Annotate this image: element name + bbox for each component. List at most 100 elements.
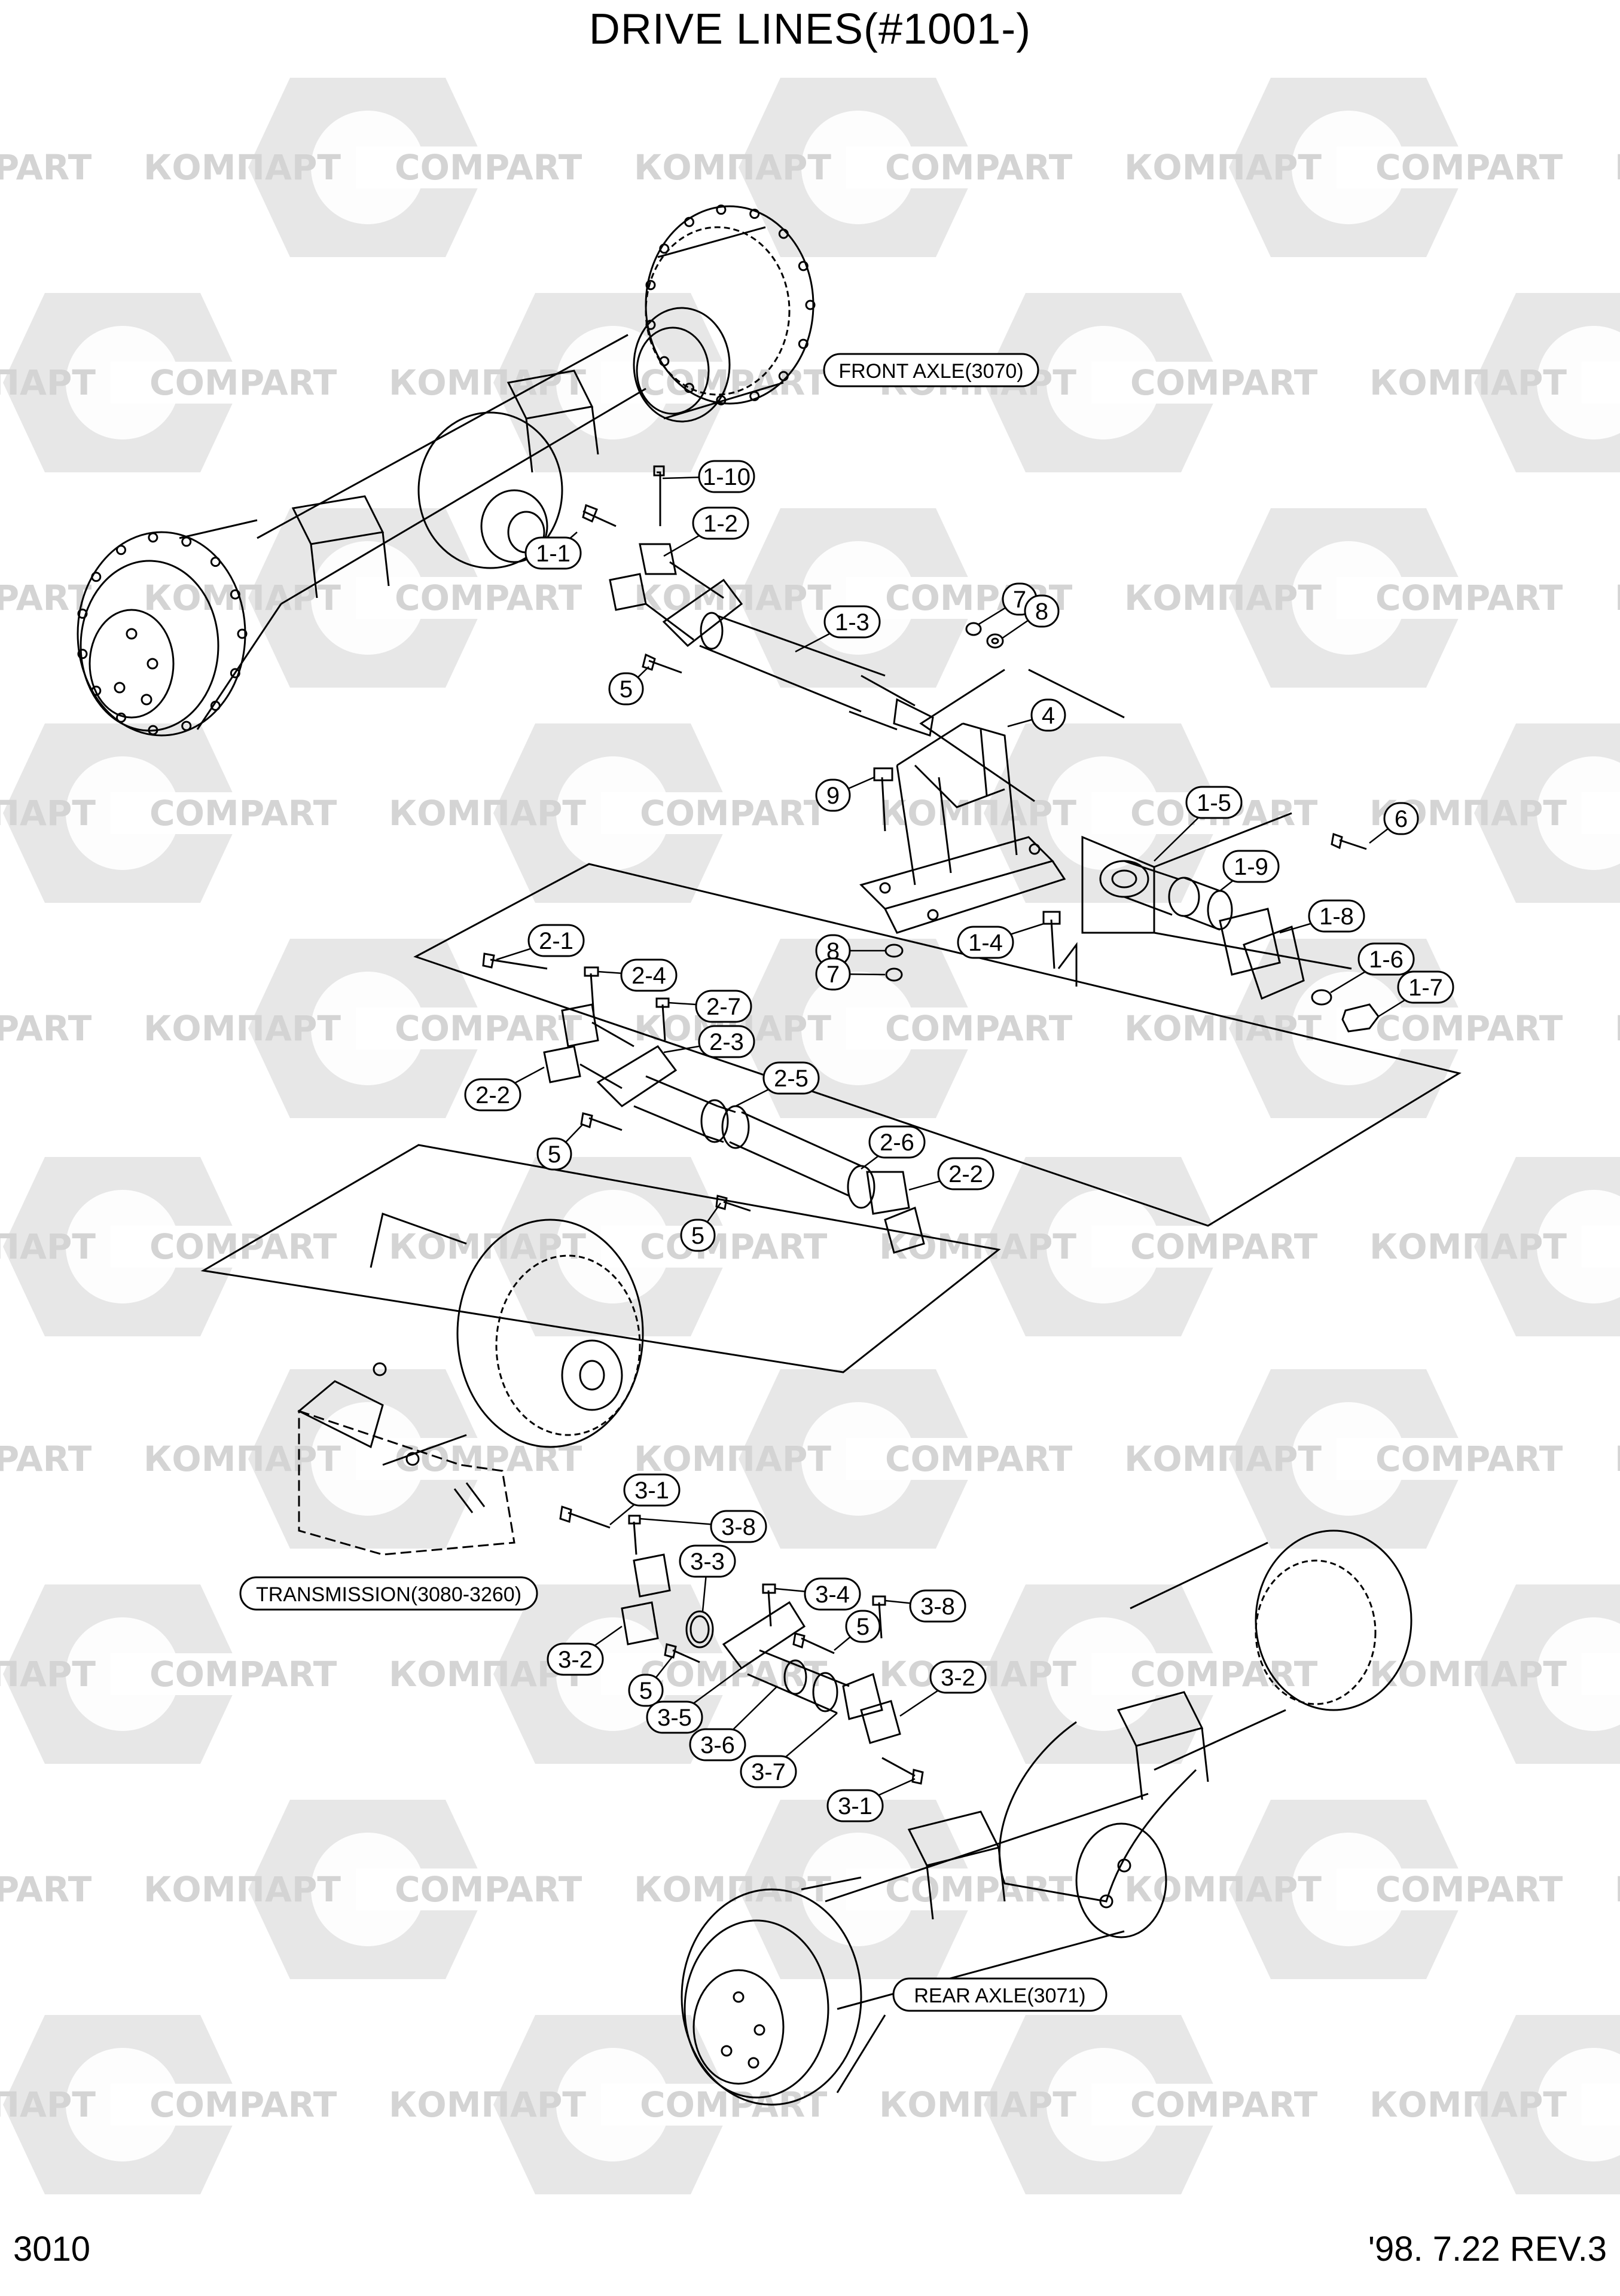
watermark-text: КОМПАРТ bbox=[1369, 1654, 1567, 1694]
callout-2-6: 2-6 bbox=[861, 1125, 926, 1170]
callout-3-2: 3-2 bbox=[899, 1660, 987, 1717]
callout-label: 2-3 bbox=[709, 1029, 744, 1055]
watermark-text: COMPART bbox=[1130, 2084, 1318, 2125]
callout-label: 3-5 bbox=[657, 1705, 692, 1731]
support-bracket bbox=[413, 722, 1462, 1227]
watermark-text: КОМПАРТ bbox=[1124, 1008, 1322, 1049]
page-title: DRIVE LINES(#1001-) bbox=[588, 5, 1032, 53]
callout-1-6: 1-6 bbox=[1330, 942, 1415, 994]
front-drive-shaft bbox=[582, 465, 1125, 802]
callout-1-9: 1-9 bbox=[1219, 850, 1280, 891]
watermark-text: COMPART bbox=[640, 2084, 828, 2125]
watermark-text: КОМПАРТ bbox=[0, 2084, 96, 2125]
callout-label: 1-4 bbox=[968, 930, 1003, 956]
callout-label: 1-1 bbox=[536, 541, 570, 567]
watermark-text: COMPART bbox=[150, 1654, 337, 1694]
watermark-text: COMPART bbox=[150, 362, 337, 403]
callout-label: 2-7 bbox=[706, 994, 741, 1020]
watermark-logo: КОМПАРТ COMPART bbox=[144, 1800, 582, 1979]
watermark-text: COMPART bbox=[150, 793, 337, 833]
watermark-text: COMPART bbox=[395, 1869, 582, 1910]
watermark-text: КОМПАРТ bbox=[1615, 1869, 1620, 1910]
watermark-text: COMPART bbox=[885, 1008, 1073, 1049]
watermark-text: COMPART bbox=[1375, 1008, 1563, 1049]
watermark-text: КОМПАРТ bbox=[1615, 1439, 1620, 1479]
callout-label: 1-7 bbox=[1408, 975, 1443, 1001]
callout-label: 2-5 bbox=[774, 1065, 809, 1092]
watermark-text: КОМПАРТ bbox=[0, 362, 96, 403]
callout-label: 3-3 bbox=[690, 1549, 725, 1575]
watermark-text: КОМПАРТ bbox=[144, 578, 341, 618]
callout-1-2: 1-2 bbox=[663, 506, 749, 557]
callout-1-5: 1-5 bbox=[1154, 786, 1243, 862]
watermark-text: COMPART bbox=[0, 1439, 92, 1479]
callout-label: 5 bbox=[856, 1614, 870, 1640]
callout-3-8: 3-8 bbox=[884, 1589, 966, 1623]
watermark-text: COMPART bbox=[1130, 1654, 1318, 1694]
watermark-text: COMPART bbox=[885, 147, 1073, 188]
callout-label: 5 bbox=[691, 1223, 704, 1249]
watermark-text: КОМПАРТ bbox=[144, 147, 341, 188]
watermark-logo: КОМПАРТ COMPART bbox=[1124, 78, 1563, 257]
front-axle-reference: FRONT AXLE(3070) bbox=[838, 360, 1023, 383]
front-axle-drawing bbox=[77, 204, 816, 737]
callout-5: 5 bbox=[834, 1610, 881, 1651]
callout-label: 5 bbox=[639, 1678, 652, 1704]
watermark-text: КОМПАРТ bbox=[1124, 147, 1322, 188]
watermark-logo: КОМПАРТ COMPART bbox=[0, 293, 337, 472]
callout-9: 9 bbox=[815, 776, 875, 812]
callout-5: 5 bbox=[536, 1123, 584, 1171]
transmission-drawing bbox=[297, 1213, 644, 1556]
watermark-text: COMPART bbox=[1130, 362, 1318, 403]
watermark-text: КОМПАРТ bbox=[389, 1226, 586, 1267]
watermark-text: COMPART bbox=[640, 362, 828, 403]
watermark-logo: КОМПАРТ COMPART bbox=[144, 508, 582, 688]
watermark-logo: КОМПАРТ COMPART bbox=[389, 2015, 828, 2194]
callout-label: 7 bbox=[1013, 587, 1026, 613]
callout-1-1: 1-1 bbox=[524, 532, 582, 570]
watermark-text: КОМПАРТ bbox=[634, 1869, 831, 1910]
callout-label: 3-4 bbox=[815, 1581, 850, 1608]
callout-3-6: 3-6 bbox=[689, 1686, 778, 1761]
callout-label: 5 bbox=[620, 676, 633, 703]
watermark-text: COMPART bbox=[1375, 147, 1563, 188]
watermark-text: COMPART bbox=[0, 147, 92, 188]
callout-2-4: 2-4 bbox=[597, 958, 678, 992]
watermark-text: COMPART bbox=[395, 578, 582, 618]
middle-drive-shaft bbox=[200, 952, 1001, 1373]
callout-7: 7 bbox=[815, 957, 886, 991]
watermark-text: КОМПАРТ bbox=[144, 1439, 341, 1479]
watermark-text: COMPART bbox=[1375, 1869, 1563, 1910]
watermark-text: КОМПАРТ bbox=[634, 1439, 831, 1479]
watermark-text: КОМПАРТ bbox=[1369, 362, 1567, 403]
callout-5: 5 bbox=[608, 666, 649, 706]
watermark-text: COMPART bbox=[0, 1869, 92, 1910]
callout-label: 2-2 bbox=[475, 1082, 510, 1109]
watermark-logo: КОМПАРТ COMPART bbox=[1124, 939, 1563, 1118]
callout-label: 2-4 bbox=[631, 963, 666, 989]
watermark-text: КОМПАРТ bbox=[389, 2084, 586, 2125]
watermark-text: КОМПАРТ bbox=[144, 1869, 341, 1910]
callout-1-4: 1-4 bbox=[957, 923, 1044, 959]
callout-6: 6 bbox=[1369, 802, 1419, 844]
